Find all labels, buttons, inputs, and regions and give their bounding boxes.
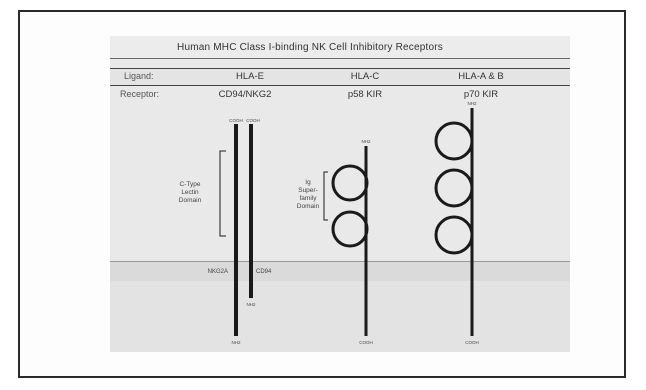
receptor-figure: Human MHC Class I-binding NK Cell Inhibi…	[110, 36, 570, 352]
p70-ig-domain-3	[436, 217, 472, 253]
ctype-lectin-bracket	[220, 151, 226, 236]
ig-label-line-1: Ig	[305, 179, 311, 186]
ctype-label-line-1: C-Type	[180, 181, 201, 188]
nkg2a-cooh-label: COOH	[229, 118, 243, 123]
p70-ig-domain-1	[436, 123, 472, 159]
ctype-label-line-3: Domain	[179, 197, 202, 204]
p70-cooh-label: COOH	[465, 340, 479, 345]
p70-ig-domain-2	[436, 170, 472, 206]
slide-frame: Human MHC Class I-binding NK Cell Inhibi…	[18, 10, 626, 378]
cd94-nh2-label: NH2	[246, 302, 255, 307]
nkg2a-nh2-label: NH2	[231, 340, 240, 345]
ig-label-line-3: family	[300, 195, 318, 202]
p58-ig-domain-2	[333, 212, 367, 246]
p58-nh2-label: NH2	[361, 139, 370, 144]
p70-nh2-label: NH2	[467, 101, 476, 106]
p58-ig-domain-1	[333, 166, 367, 200]
cd94-label: CD94	[256, 269, 272, 275]
nkg2a-label: NKG2A	[208, 269, 228, 275]
ctype-label-line-2: Lectin	[181, 189, 199, 196]
ig-label-line-4: Domain	[297, 203, 320, 210]
ig-superfamily-bracket	[324, 172, 328, 220]
p58-cooh-label: COOH	[359, 340, 373, 345]
ig-label-line-2: Super-	[298, 187, 318, 194]
cd94-cooh-label: COOH	[246, 118, 260, 123]
receptor-diagram: C-Type Lectin Domain Ig Super- family Do…	[110, 36, 570, 352]
